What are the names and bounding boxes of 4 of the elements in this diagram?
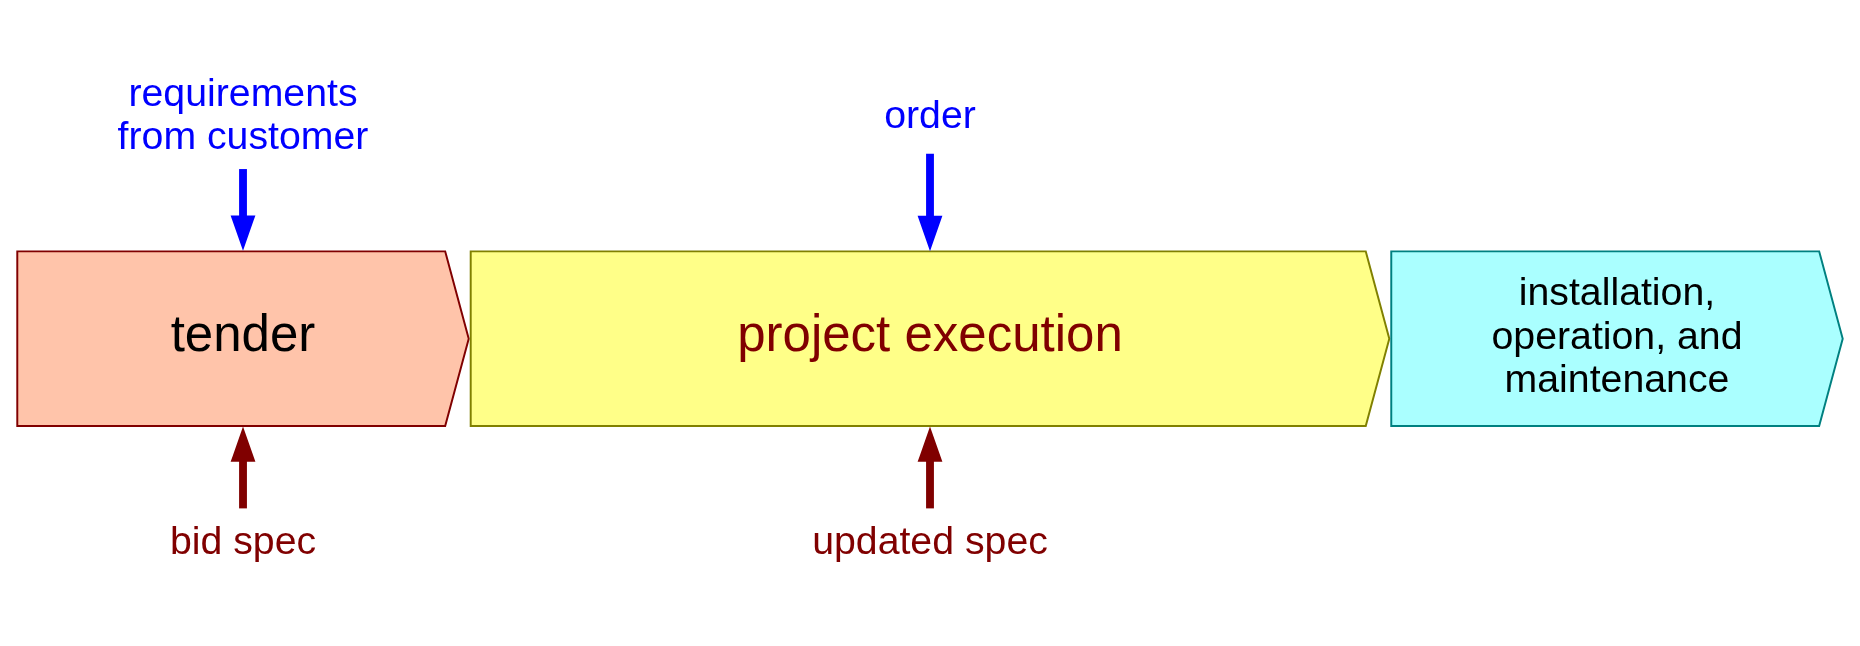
node-text: updated spec <box>812 517 1048 562</box>
node-text: requirements from customer <box>117 70 369 158</box>
node-text: order <box>884 91 976 136</box>
node-text: bid spec <box>169 517 317 562</box>
